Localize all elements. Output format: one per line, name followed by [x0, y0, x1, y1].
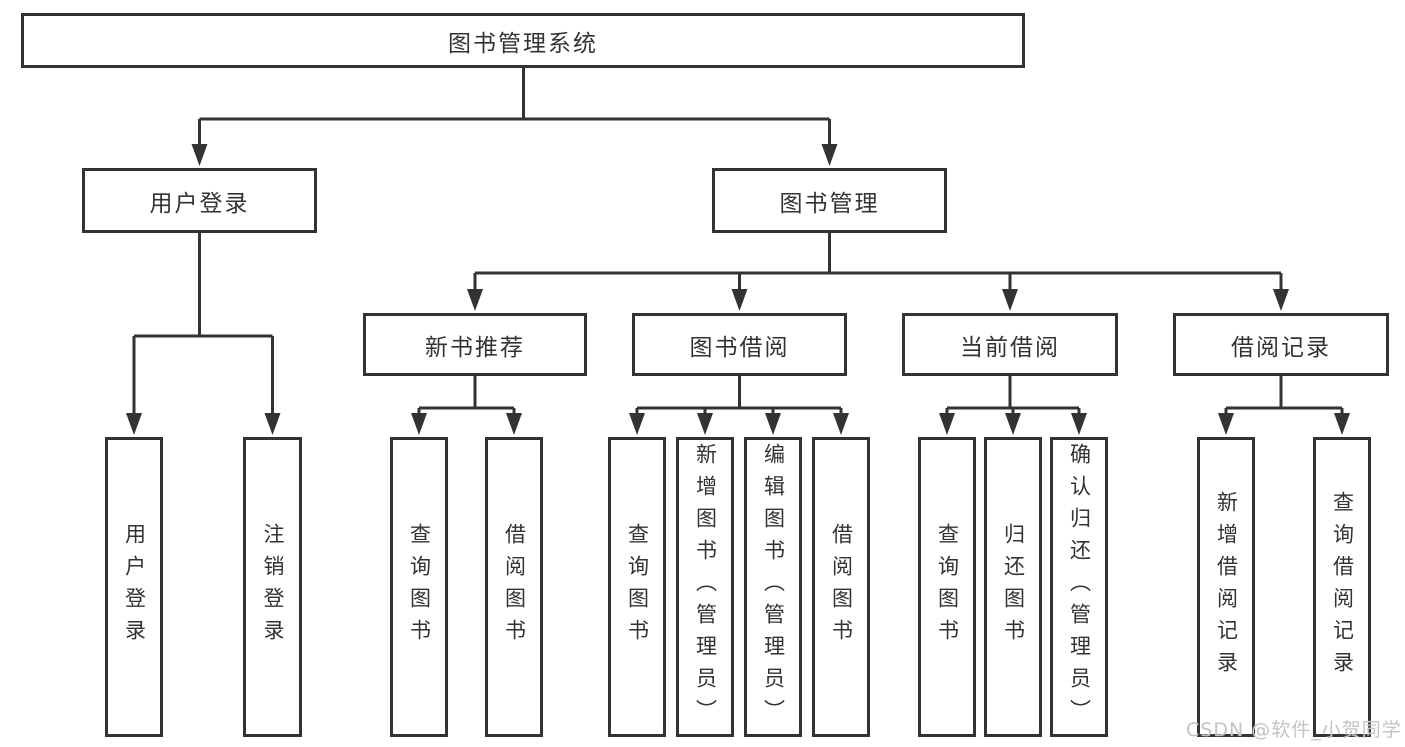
node-label: 归还图书 — [1001, 523, 1026, 651]
node-label: 用户登录 — [149, 190, 250, 217]
node-label: 编辑图书（管理员） — [761, 443, 786, 731]
node-leaf-return-books: 归还图书 — [984, 437, 1042, 737]
node-book-borrowing: 图书借阅 — [632, 313, 847, 376]
node-borrow-records: 借阅记录 — [1173, 313, 1389, 376]
node-leaf-logout: 注销登录 — [243, 437, 302, 737]
node-label: 借阅图书 — [829, 523, 854, 651]
node-leaf-user-login: 用户登录 — [105, 437, 163, 737]
node-leaf-borrow-books-1: 借阅图书 — [485, 437, 543, 737]
node-label: 当前借阅 — [960, 334, 1060, 361]
node-leaf-edit-books-admin: 编辑图书（管理员） — [744, 437, 802, 737]
node-leaf-query-books-1: 查询图书 — [390, 437, 448, 737]
node-label: 借阅图书 — [502, 523, 527, 651]
node-book-management: 图书管理 — [712, 168, 947, 233]
node-leaf-confirm-return-admin: 确认归还（管理员） — [1050, 437, 1108, 737]
node-label: 借阅记录 — [1231, 334, 1331, 361]
node-leaf-borrow-books-2: 借阅图书 — [812, 437, 870, 737]
node-current-borrowing: 当前借阅 — [902, 313, 1118, 376]
node-label: 查询借阅记录 — [1330, 491, 1355, 683]
node-leaf-query-books-3: 查询图书 — [918, 437, 976, 737]
node-label: 新增借阅记录 — [1214, 491, 1239, 683]
node-label: 图书管理 — [779, 190, 880, 217]
node-leaf-add-borrow-record: 新增借阅记录 — [1197, 437, 1255, 737]
node-leaf-query-borrow-record: 查询借阅记录 — [1313, 437, 1371, 737]
node-label: 新增图书（管理员） — [693, 443, 718, 731]
node-label: 确认归还（管理员） — [1067, 443, 1092, 731]
arrowheads — [126, 144, 1350, 435]
node-label: 查询图书 — [935, 523, 960, 651]
node-label: 图书管理系统 — [448, 30, 598, 57]
node-leaf-add-books-admin: 新增图书（管理员） — [676, 437, 734, 737]
node-label: 图书借阅 — [689, 334, 790, 361]
node-library-management-system: 图书管理系统 — [21, 13, 1025, 68]
node-label: 查询图书 — [407, 523, 432, 651]
node-user-login: 用户登录 — [82, 168, 317, 233]
node-label: 用户登录 — [122, 523, 147, 651]
node-new-book-recommend: 新书推荐 — [363, 313, 587, 376]
node-label: 查询图书 — [625, 523, 650, 651]
node-leaf-query-books-2: 查询图书 — [608, 437, 666, 737]
csdn-watermark: CSDN @软件_小贺同学 — [1186, 719, 1402, 741]
node-label: 注销登录 — [261, 523, 285, 651]
node-label: 新书推荐 — [425, 334, 525, 361]
